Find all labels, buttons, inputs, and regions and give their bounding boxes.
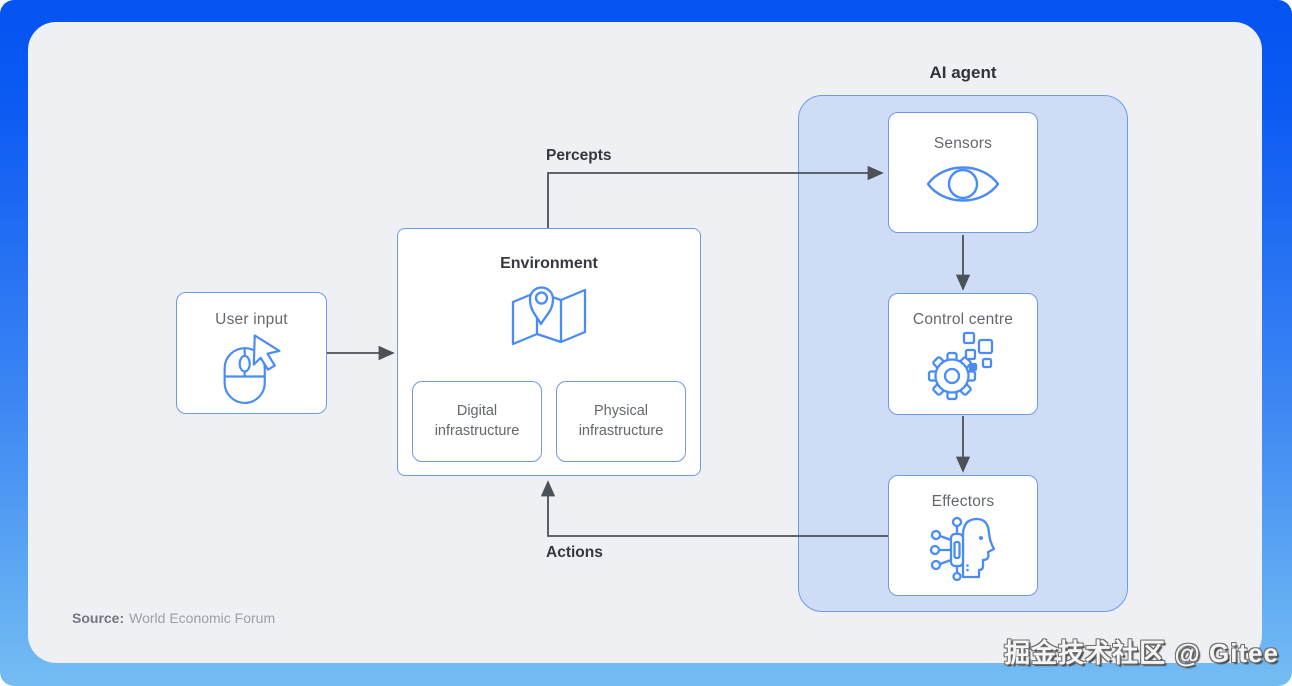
gear-data-icon	[927, 331, 999, 403]
physical-infrastructure-box: Physical infrastructure	[556, 381, 686, 462]
node-user-input: User input	[176, 292, 327, 414]
node-sensors: Sensors	[888, 112, 1038, 233]
actions-edge-label: Actions	[546, 544, 603, 561]
eye-icon	[924, 160, 1002, 208]
control-centre-label: Control centre	[912, 311, 1014, 328]
node-environment: Environment Digital infrastructure Physi…	[397, 228, 701, 476]
source-value: World Economic Forum	[129, 610, 276, 626]
effectors-label: Effectors	[931, 493, 995, 510]
sensors-label: Sensors	[933, 135, 993, 152]
source-line: Source:World Economic Forum	[72, 610, 275, 626]
mouse-cursor-icon	[221, 333, 283, 409]
digital-infrastructure-box: Digital infrastructure	[412, 381, 542, 462]
environment-label: Environment	[500, 255, 598, 272]
source-label: Source:	[72, 610, 125, 626]
user-input-label: User input	[215, 311, 288, 328]
ai-agent-label: AI agent	[929, 63, 997, 82]
digital-infrastructure-label: Digital infrastructure	[434, 402, 520, 439]
node-control-centre: Control centre	[888, 293, 1038, 415]
map-pin-icon	[509, 278, 589, 354]
percepts-edge-label: Percepts	[546, 147, 612, 164]
ai-head-circuit-icon	[924, 513, 1002, 581]
node-effectors: Effectors	[888, 475, 1038, 596]
watermark-text: 掘金技术社区 @ Gitee	[1004, 638, 1279, 668]
physical-infrastructure-label: Physical infrastructure	[578, 402, 664, 439]
